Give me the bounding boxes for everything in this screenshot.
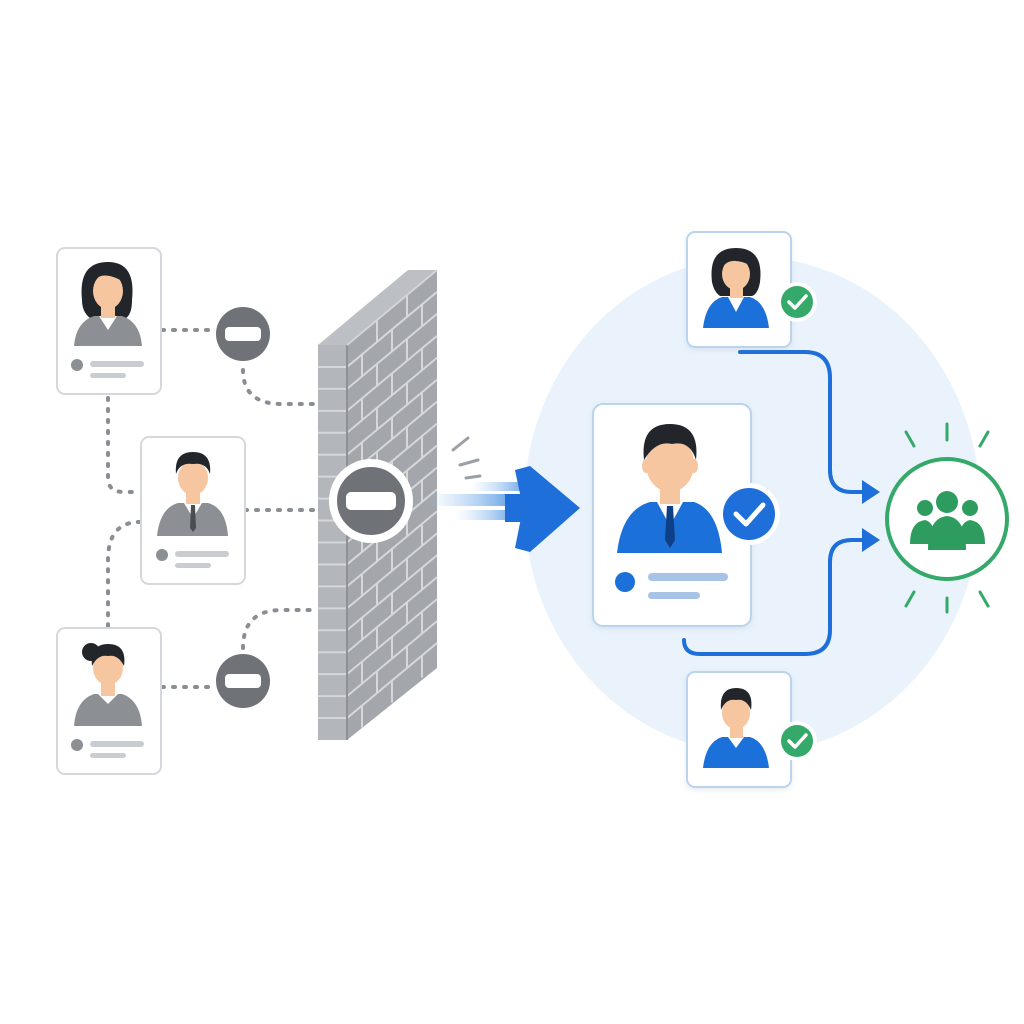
blocked-connectors: [106, 328, 327, 689]
avatar-face: [93, 273, 123, 309]
avatar-face: [93, 651, 123, 685]
avatar-face: [646, 436, 694, 492]
avatar-shirt: [703, 737, 769, 768]
check-circle-icon: [718, 483, 780, 545]
avatar-hair: [91, 644, 125, 666]
minus-circle-icon: [329, 459, 413, 543]
blocked-candidate-card: [140, 436, 246, 585]
minus-circle-icon: [216, 307, 270, 361]
arrowheads: [862, 480, 880, 552]
avatar-hair: [643, 424, 697, 460]
motion-lines: [451, 436, 482, 480]
check-circle-icon: [777, 721, 817, 761]
avatar-shirt: [74, 694, 142, 726]
arrow-right-icon: [425, 466, 580, 552]
avatar-face: [178, 461, 208, 495]
check-circle-icon: [777, 282, 817, 322]
blocked-candidate-card: [56, 247, 162, 395]
group-people-icon: [885, 422, 1009, 614]
blocked-candidate-card: [56, 627, 162, 775]
avatar-hair: [175, 452, 211, 474]
burst-rays: [904, 422, 990, 614]
approved-candidate-card: [686, 231, 792, 348]
approved-candidate-card: [686, 671, 792, 788]
avatar-hair: [720, 688, 752, 710]
avatar-face: [722, 697, 750, 729]
featured-candidate-card: [592, 403, 752, 627]
avatar-shirt: [703, 297, 769, 328]
avatar-face: [722, 258, 750, 290]
approved-connectors: [682, 350, 872, 656]
avatar-shirt: [74, 316, 142, 346]
minus-circle-icon: [216, 654, 270, 708]
